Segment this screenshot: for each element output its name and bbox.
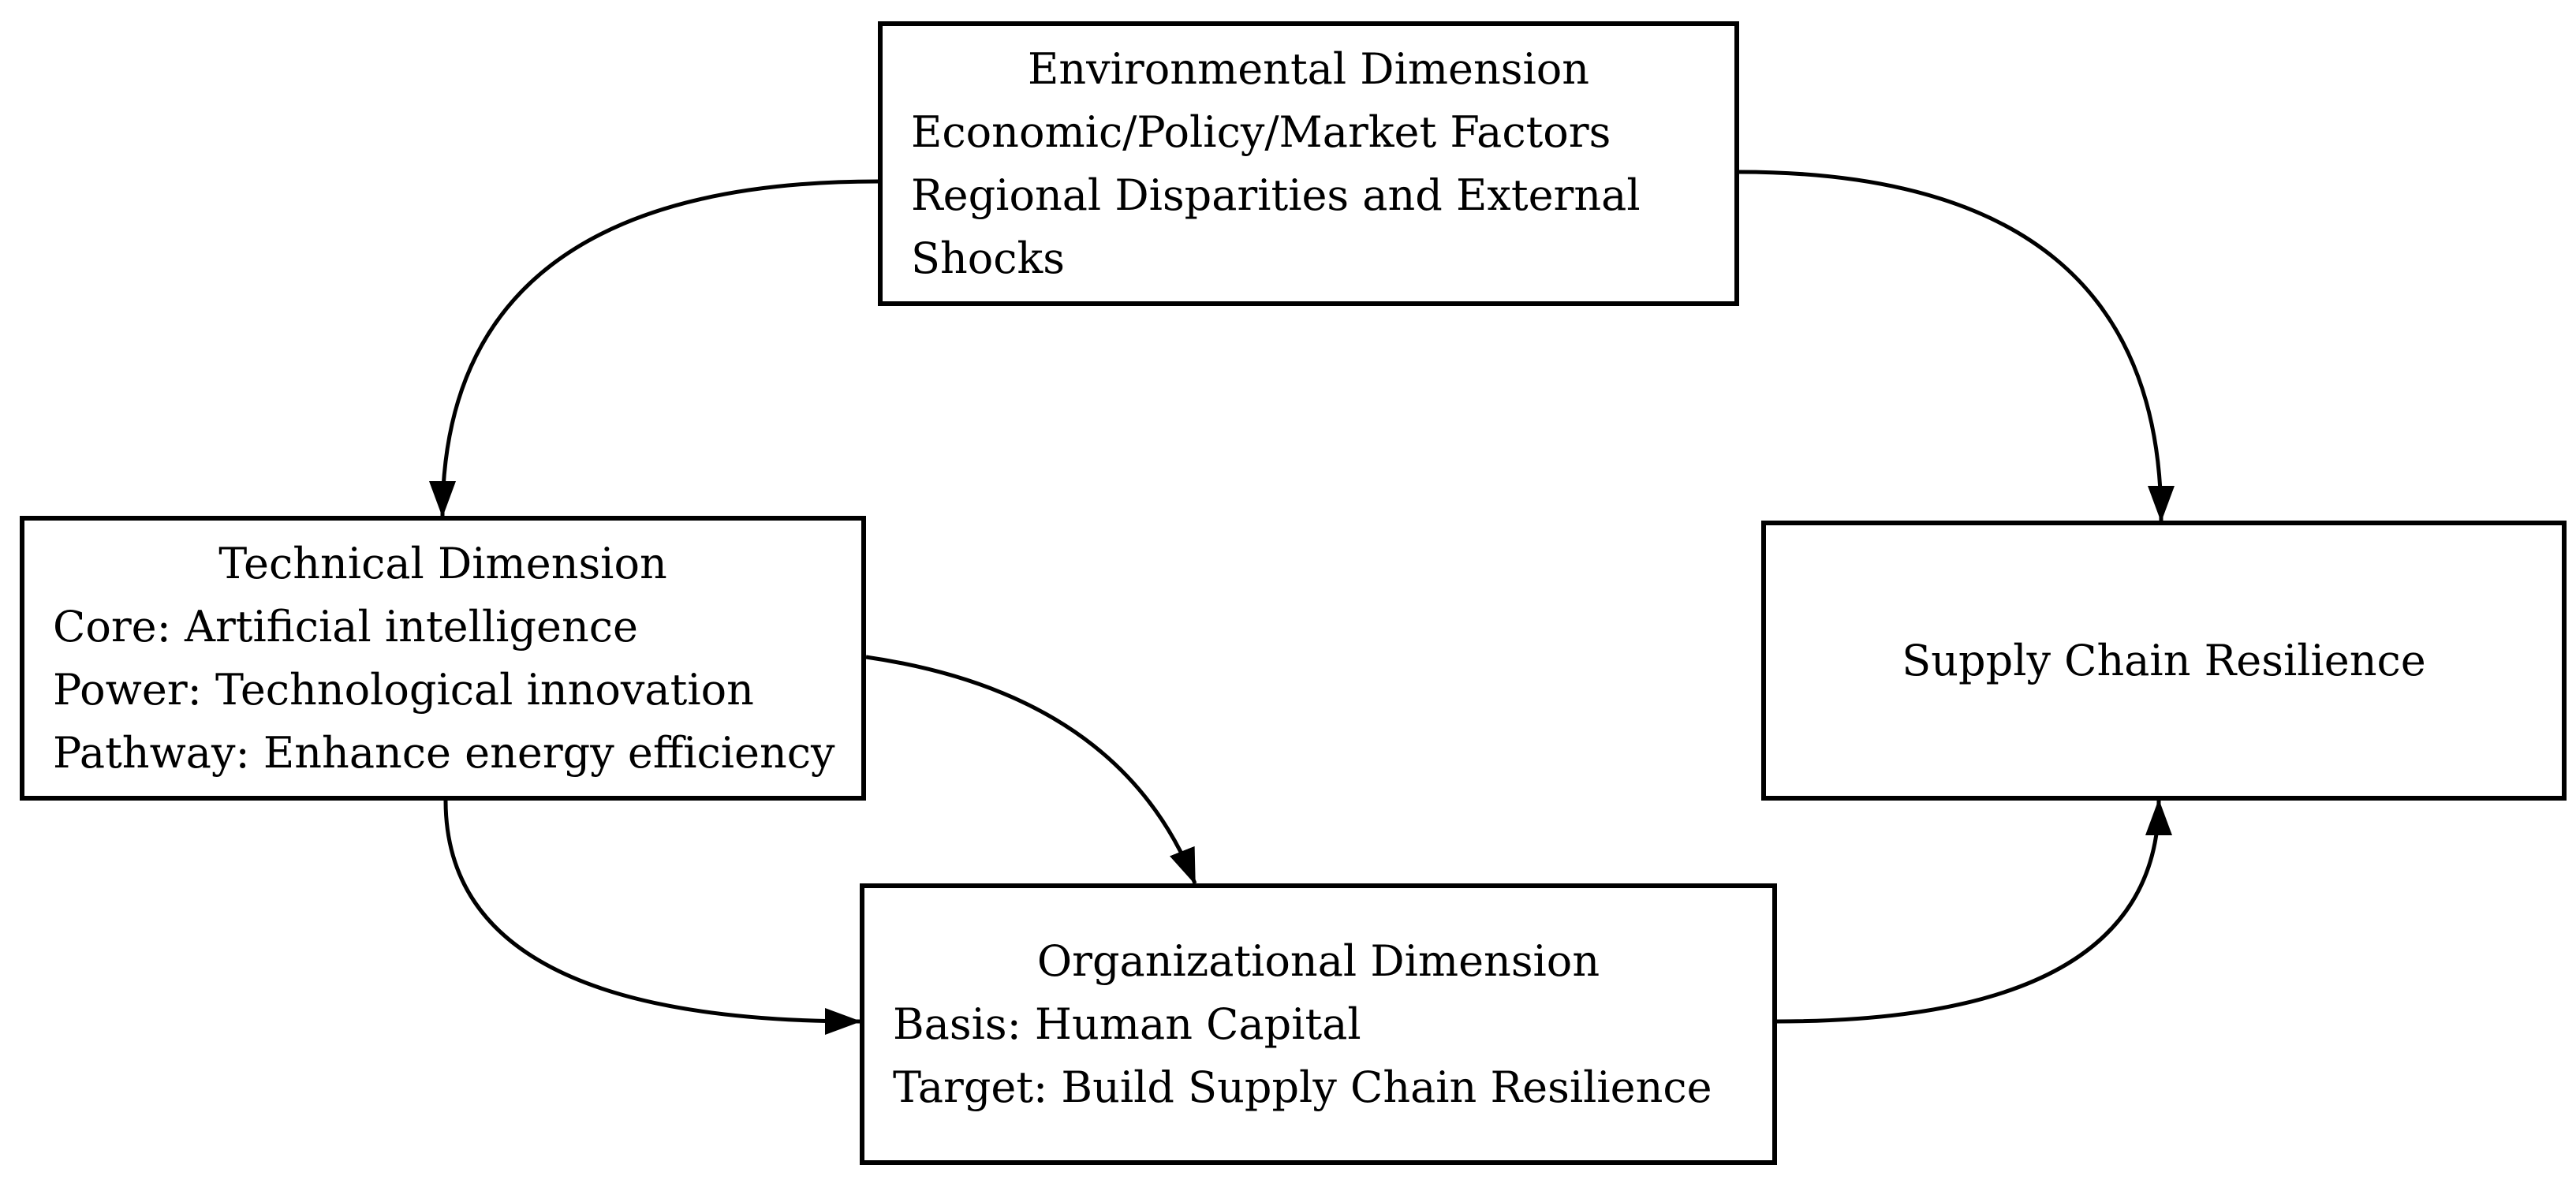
environmental-title: Environmental Dimension xyxy=(1027,43,1590,94)
technical-line: Pathway: Enhance energy efficiency xyxy=(53,727,835,778)
arrow-environmental-to-supply-chain xyxy=(1738,170,2175,522)
arrow-environmental-to-technical xyxy=(429,179,879,517)
arrow-organizational-to-supply-chain xyxy=(1776,799,2172,1024)
arrow-technical-to-organizational-top xyxy=(865,655,1197,885)
organizational-line: Target: Build Supply Chain Resilience xyxy=(893,1062,1712,1112)
arrow-technical-to-organizational-left xyxy=(443,800,861,1035)
environmental-line: Regional Disparities and External xyxy=(911,170,1641,220)
technical-title: Technical Dimension xyxy=(218,538,667,588)
technical-line: Core: Artificial intelligence xyxy=(53,601,638,652)
organizational-title: Organizational Dimension xyxy=(1036,935,1600,986)
supply-chain-title: Supply Chain Resilience xyxy=(1902,636,2426,685)
environmental-line: Shocks xyxy=(911,233,1065,283)
box-environmental-dimension: Environmental Dimension Economic/Policy/… xyxy=(878,21,1739,306)
box-organizational-dimension: Organizational Dimension Basis: Human Ca… xyxy=(860,883,1777,1165)
box-technical-dimension: Technical Dimension Core: Artificial int… xyxy=(20,516,866,801)
box-supply-chain-resilience: Supply Chain Resilience xyxy=(1761,521,2567,801)
technical-line: Power: Technological innovation xyxy=(53,664,754,715)
environmental-line: Economic/Policy/Market Factors xyxy=(911,106,1611,157)
organizational-line: Basis: Human Capital xyxy=(893,999,1361,1049)
